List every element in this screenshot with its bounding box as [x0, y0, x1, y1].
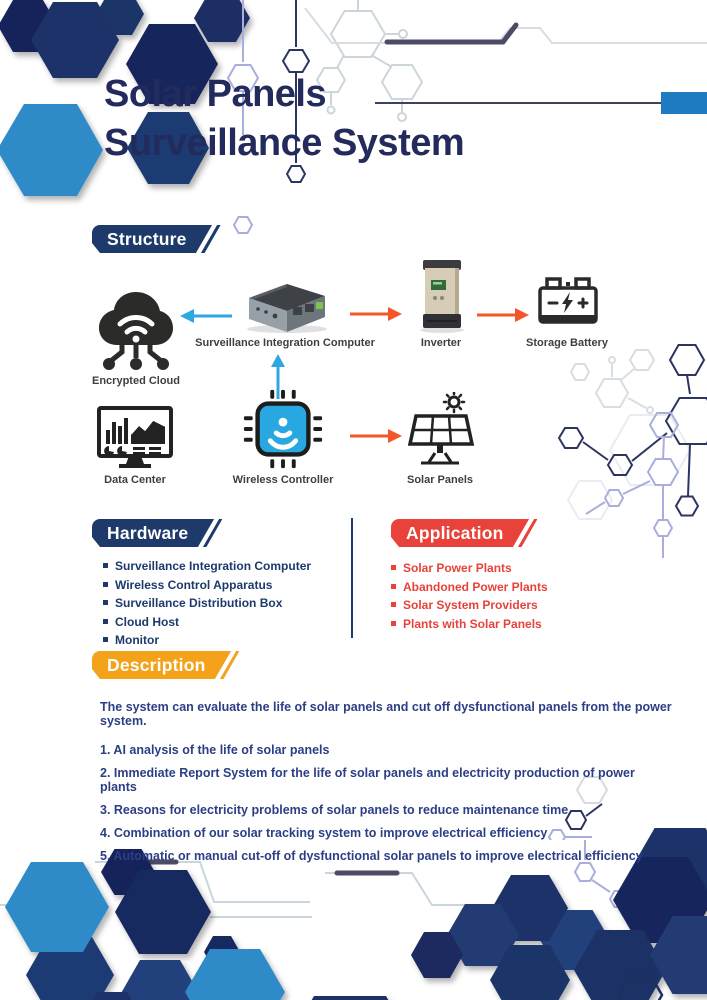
list-item: Surveillance Integration Computer — [103, 559, 348, 573]
diagram-label-surveillance-integration-computer: Surveillance Integration Computer — [195, 337, 375, 349]
diagram-label-storage-battery: Storage Battery — [526, 337, 608, 349]
description-point: 4. Combination of our solar tracking sys… — [100, 826, 548, 840]
molecule-decor-right — [557, 344, 707, 558]
hexagon-decor-top-left — [0, 0, 424, 234]
diagram-label-data-center: Data Center — [104, 474, 166, 486]
column-divider — [351, 518, 353, 638]
hardware-item-label: Surveillance Integration Computer — [115, 559, 312, 573]
list-item: Wireless Control Apparatus — [103, 578, 348, 592]
page-title-line2: Surveillance System — [104, 122, 465, 164]
arrow-inverter-to-battery — [477, 308, 529, 322]
application-item-label: Solar System Providers — [403, 598, 538, 613]
title-rule — [375, 102, 707, 104]
description-points: 1. AI analysis of the life of solar pane… — [100, 743, 675, 872]
hardware-item-label: Wireless Control Apparatus — [115, 577, 273, 592]
solar-panel-icon — [407, 392, 475, 465]
square-bullet-icon — [103, 581, 108, 587]
square-bullet-icon — [391, 602, 396, 608]
section-banner-application: Application — [391, 519, 537, 547]
arrow-computer-to-cloud — [180, 309, 232, 323]
diagram-label-wireless-controller: Wireless Controller — [232, 474, 334, 486]
mini-computer-icon — [247, 284, 327, 333]
page-title-line1: Solar Panels — [104, 73, 327, 115]
hardware-list: Surveillance Integration Computer Wirele… — [103, 559, 348, 652]
description-point: 1. AI analysis of the life of solar pane… — [100, 743, 330, 757]
application-item-label: Solar Power Plants — [403, 561, 512, 575]
square-bullet-icon — [391, 583, 396, 589]
application-item-label: Abandoned Power Plants — [403, 579, 548, 594]
section-banner-structure: Structure — [92, 225, 221, 253]
hexagon-decor-bottom — [0, 828, 707, 1000]
molecule-gray — [315, 0, 424, 122]
diagram-label-inverter: Inverter — [420, 337, 462, 349]
structure-banner-label: Structure — [107, 229, 187, 249]
square-bullet-icon — [103, 563, 108, 568]
diagram-label-solar-panels: Solar Panels — [406, 474, 474, 486]
molecule-navy — [281, 0, 311, 183]
arrow-controller-to-computer — [271, 354, 285, 399]
description-banner-label: Description — [107, 655, 206, 675]
application-list: Solar Power Plants Abandoned Power Plant… — [391, 561, 631, 635]
square-bullet-icon — [103, 618, 108, 624]
molecule-lavender — [226, 0, 260, 234]
circuit-decor-top — [304, 8, 707, 45]
hardware-banner-label: Hardware — [107, 523, 189, 543]
wireless-chip-icon — [243, 389, 323, 469]
description-intro: The system can evaluate the life of sola… — [100, 700, 672, 728]
molecule-decor-small — [547, 776, 609, 840]
list-item: Solar System Providers — [391, 598, 631, 612]
list-item: Abandoned Power Plants — [391, 580, 631, 594]
square-bullet-icon — [391, 620, 396, 626]
hardware-item-label: Cloud Host — [115, 614, 179, 629]
hardware-item-label: Monitor — [115, 633, 159, 648]
battery-icon — [538, 277, 598, 324]
diagram-label-encrypted-cloud: Encrypted Cloud — [91, 375, 181, 387]
description-point: 5. Automatic or manual cut-off of dysfun… — [100, 849, 643, 863]
section-banner-hardware: Hardware — [92, 519, 222, 547]
hardware-item-label: Surveillance Distribution Box — [115, 596, 283, 611]
page-title: Solar Panels Surveillance System — [104, 70, 465, 168]
section-banner-description: Description — [92, 651, 239, 679]
title-accent-rectangle — [661, 92, 707, 114]
list-item: Solar Power Plants — [391, 561, 631, 575]
list-item: Surveillance Distribution Box — [103, 596, 348, 610]
description-point: 3. Reasons for electricity problems of s… — [100, 803, 569, 817]
description-point: 2. Immediate Report System for the life … — [100, 766, 635, 794]
list-item: Monitor — [103, 633, 348, 647]
inverter-icon — [420, 260, 464, 333]
arrow-computer-to-inverter — [350, 307, 402, 321]
arrow-controller-to-solar — [350, 429, 402, 443]
list-item: Cloud Host — [103, 615, 348, 629]
application-banner-label: Application — [406, 523, 504, 543]
cloud-wifi-icon — [99, 292, 173, 370]
square-bullet-icon — [103, 600, 108, 606]
square-bullet-icon — [103, 637, 108, 643]
monitor-chart-icon — [97, 406, 173, 468]
square-bullet-icon — [391, 565, 396, 570]
application-item-label: Plants with Solar Panels — [403, 616, 542, 631]
list-item: Plants with Solar Panels — [391, 617, 631, 631]
